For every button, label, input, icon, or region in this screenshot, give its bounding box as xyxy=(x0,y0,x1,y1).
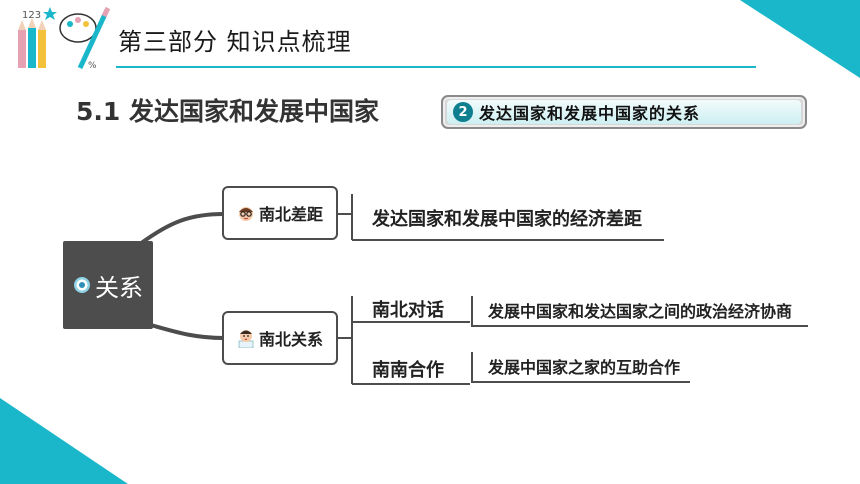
leaf-economic-gap: 发达国家和发展中国家的经济差距 xyxy=(372,209,642,230)
topic-badge-inner: 2 发达国家和发展中国家的关系 xyxy=(447,100,801,124)
sub-bracket-cooperation xyxy=(471,352,690,383)
branch-north-south-relation: 南北关系 xyxy=(222,311,338,365)
bracket-relation xyxy=(338,296,353,384)
doctor-face-icon xyxy=(238,330,254,348)
connector-root-north-south-gap xyxy=(138,212,226,246)
header-divider xyxy=(116,66,756,68)
glasses-face-icon xyxy=(238,207,253,221)
bottom-left-triangle xyxy=(0,398,128,484)
branch-label-relation: 南北关系 xyxy=(258,330,323,349)
branch-label-gap: 南北差距 xyxy=(258,205,323,224)
mindmap-brackets xyxy=(338,194,808,385)
pencils-palette-icon: 123 % xyxy=(18,6,111,71)
branch-north-south-gap: 南北差距 xyxy=(222,186,338,240)
section-heading: 5.1 发达国家和发展中国家 xyxy=(76,97,379,126)
detail-dialogue: 发展中国家和发达国家之间的政治经济协商 xyxy=(488,302,793,321)
target-icon xyxy=(74,277,90,293)
sub-branch-cooperation: 南南合作 xyxy=(372,360,444,381)
svg-text:123: 123 xyxy=(22,10,41,21)
root-label: 关系 xyxy=(95,273,143,302)
mindmap-root-node: 关系 xyxy=(63,241,153,329)
bracket-gap xyxy=(338,194,664,241)
topic-badge: 2 发达国家和发展中国家的关系 xyxy=(441,95,807,129)
detail-cooperation: 发展中国家之家的互助合作 xyxy=(488,358,681,377)
badge-text: 发达国家和发展中国家的关系 xyxy=(479,104,701,123)
svg-text:%: % xyxy=(88,61,97,71)
sub-branch-dialogue: 南北对话 xyxy=(372,300,444,321)
badge-number: 2 xyxy=(453,102,473,122)
page-title: 第三部分 知识点梳理 xyxy=(118,28,352,56)
top-right-triangle xyxy=(740,0,860,78)
sub-bracket-dialogue xyxy=(471,296,808,327)
